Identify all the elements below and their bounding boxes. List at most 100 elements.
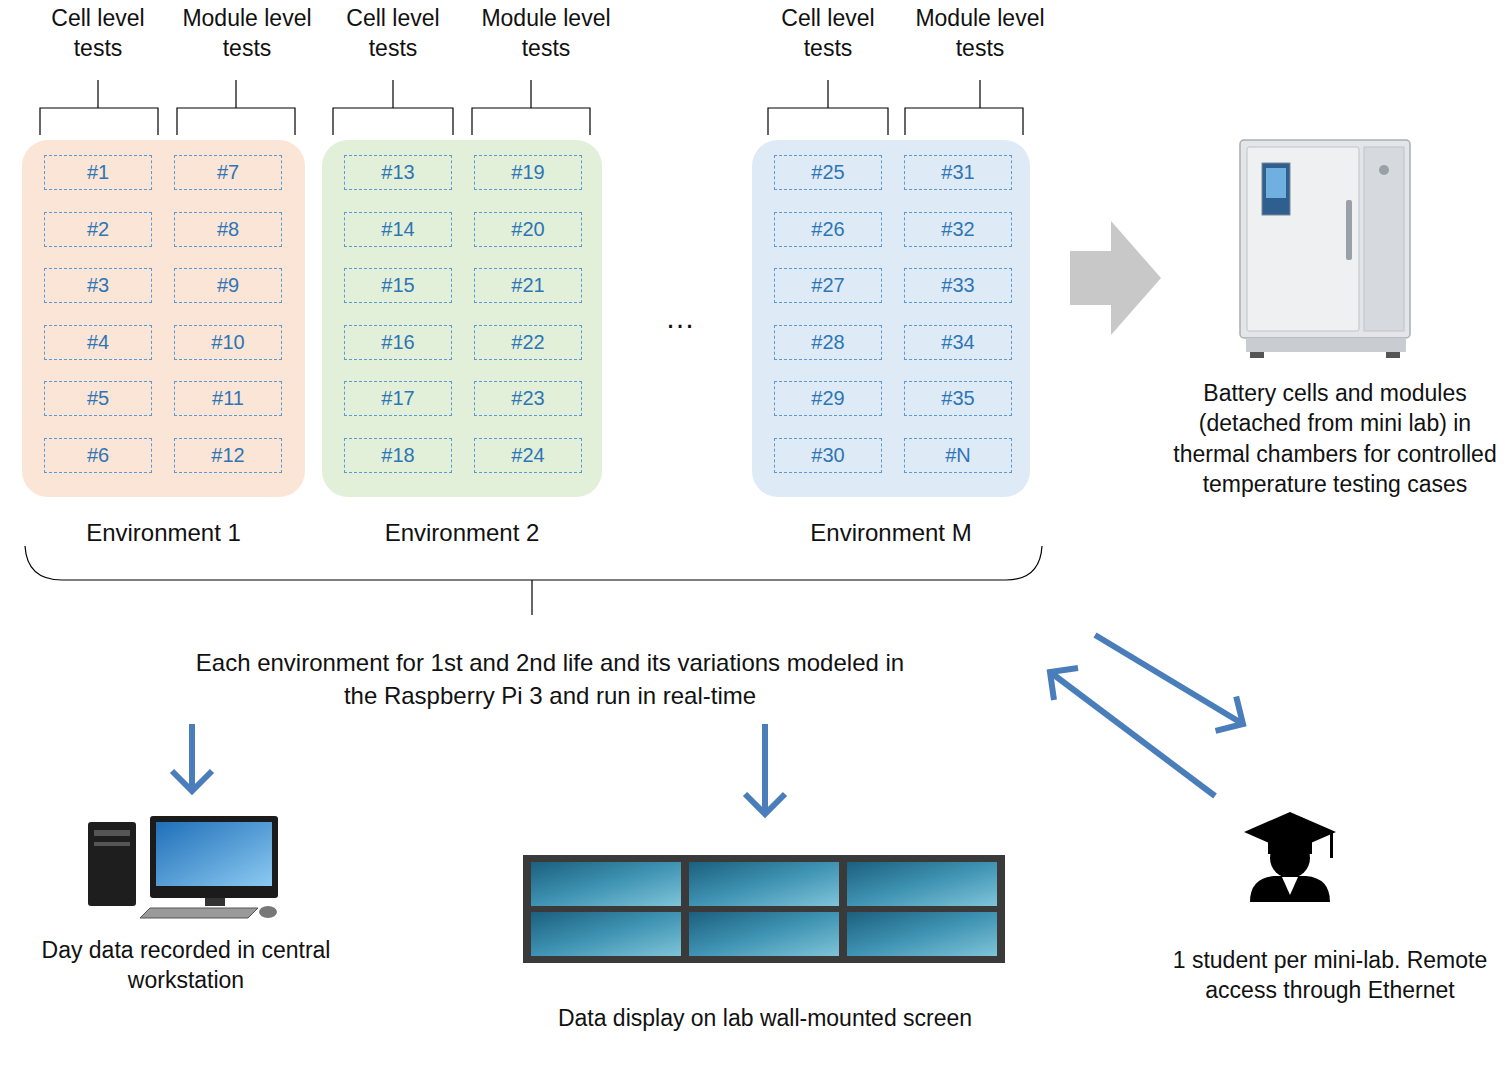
test-number: #16 bbox=[381, 331, 414, 354]
test-number: #32 bbox=[941, 218, 974, 241]
column-heading: Module level tests bbox=[476, 4, 616, 64]
model-description: Each environment for 1st and 2nd life an… bbox=[190, 640, 910, 712]
picture-caption: 1 student per mini-lab. Remote access th… bbox=[1160, 945, 1500, 1006]
test-box: #28 bbox=[774, 325, 882, 360]
test-number: #11 bbox=[212, 387, 244, 410]
test-number: #21 bbox=[511, 274, 544, 297]
test-number: #12 bbox=[211, 444, 244, 467]
test-number: #8 bbox=[217, 218, 239, 241]
test-box: #3 bbox=[44, 268, 152, 303]
ellipsis-mark: … bbox=[650, 298, 710, 337]
test-number: #19 bbox=[511, 161, 544, 184]
connector-line bbox=[762, 724, 768, 814]
test-box: #12 bbox=[174, 438, 282, 473]
test-number: #5 bbox=[87, 387, 109, 410]
test-box: #20 bbox=[474, 212, 582, 247]
test-number: #20 bbox=[511, 218, 544, 241]
test-number: #6 bbox=[87, 444, 109, 467]
test-box: #13 bbox=[344, 155, 452, 190]
test-box: #25 bbox=[774, 155, 882, 190]
test-box: #11 bbox=[174, 381, 282, 416]
connector bbox=[1070, 221, 1161, 335]
column-heading: Cell level tests bbox=[333, 4, 453, 64]
test-box: #2 bbox=[44, 212, 152, 247]
connector-line bbox=[189, 724, 195, 791]
test-box: #32 bbox=[904, 212, 1012, 247]
test-box: #16 bbox=[344, 325, 452, 360]
test-number: #35 bbox=[941, 387, 974, 410]
test-number: #27 bbox=[811, 274, 844, 297]
test-number: #18 bbox=[381, 444, 414, 467]
test-box: #6 bbox=[44, 438, 152, 473]
test-box: #29 bbox=[774, 381, 882, 416]
arrow-head bbox=[1216, 697, 1243, 731]
test-box: #26 bbox=[774, 212, 882, 247]
wall-screen-picture bbox=[523, 855, 1005, 963]
test-box: #21 bbox=[474, 268, 582, 303]
test-number: #23 bbox=[511, 387, 544, 410]
workstation-node: Day data recorded in central workstation bbox=[2, 795, 370, 1080]
environment-label: Environment M bbox=[742, 519, 1040, 547]
test-box: #5 bbox=[44, 381, 152, 416]
test-box: #30 bbox=[774, 438, 882, 473]
test-number: #15 bbox=[381, 274, 414, 297]
test-number: #26 bbox=[811, 218, 844, 241]
test-box: #22 bbox=[474, 325, 582, 360]
column-heading: Cell level tests bbox=[38, 4, 158, 64]
test-box: #9 bbox=[174, 268, 282, 303]
test-box: #34 bbox=[904, 325, 1012, 360]
test-box: #15 bbox=[344, 268, 452, 303]
test-number: #2 bbox=[87, 218, 109, 241]
test-number: #14 bbox=[381, 218, 414, 241]
test-number: #13 bbox=[381, 161, 414, 184]
thermal-chamber-node: Battery cells and modules (detached from… bbox=[1165, 135, 1505, 565]
test-box: #10 bbox=[174, 325, 282, 360]
test-number: #25 bbox=[811, 161, 844, 184]
environment-panel: Environment M#25#26#27#28#29#30#31#32#33… bbox=[752, 140, 1030, 497]
test-box: #1 bbox=[44, 155, 152, 190]
central-model-node: Each environment for 1st and 2nd life an… bbox=[40, 640, 1060, 720]
test-number: #9 bbox=[217, 274, 239, 297]
student-icon bbox=[1244, 812, 1336, 902]
arrow-head bbox=[172, 771, 212, 791]
test-box: #24 bbox=[474, 438, 582, 473]
test-number: #22 bbox=[511, 331, 544, 354]
test-number: #10 bbox=[211, 331, 244, 354]
test-box: #7 bbox=[174, 155, 282, 190]
test-number: #24 bbox=[511, 444, 544, 467]
test-number: #31 bbox=[941, 161, 974, 184]
test-number: #28 bbox=[811, 331, 844, 354]
connector bbox=[172, 724, 212, 791]
test-box: #19 bbox=[474, 155, 582, 190]
environment-panel: Environment 2#13#14#15#16#17#18#19#20#21… bbox=[322, 140, 602, 497]
picture-caption: Data display on lab wall-mounted screen bbox=[500, 1003, 1030, 1033]
arrow-head bbox=[745, 794, 785, 814]
test-number: #17 bbox=[381, 387, 414, 410]
connector-line bbox=[1095, 635, 1243, 724]
column-brackets bbox=[40, 80, 1023, 135]
test-number: #33 bbox=[941, 274, 974, 297]
test-number: #30 bbox=[811, 444, 844, 467]
connector bbox=[745, 724, 785, 814]
test-box: #23 bbox=[474, 381, 582, 416]
column-heading: Module level tests bbox=[177, 4, 317, 64]
test-box: #8 bbox=[174, 212, 282, 247]
test-number: #7 bbox=[217, 161, 239, 184]
test-number: #N bbox=[945, 444, 971, 467]
test-box: #31 bbox=[904, 155, 1012, 190]
connector bbox=[1050, 668, 1215, 796]
test-number: #3 bbox=[87, 274, 109, 297]
workstation-picture bbox=[88, 816, 278, 918]
column-heading: Module level tests bbox=[910, 4, 1050, 64]
test-box: #33 bbox=[904, 268, 1012, 303]
connector bbox=[1095, 635, 1243, 731]
environment-label: Environment 2 bbox=[312, 519, 612, 547]
test-number: #1 bbox=[87, 161, 109, 184]
wall-screen-node: Data display on lab wall-mounted screen bbox=[500, 818, 1030, 1058]
test-number: #4 bbox=[87, 331, 109, 354]
group-brace bbox=[25, 546, 1042, 615]
student-node: 1 student per mini-lab. Remote access th… bbox=[1160, 790, 1500, 1080]
test-box: #4 bbox=[44, 325, 152, 360]
test-box: #N bbox=[904, 438, 1012, 473]
environment-panel: Environment 1#1#2#3#4#5#6#7#8#9#10#11#12 bbox=[22, 140, 305, 497]
